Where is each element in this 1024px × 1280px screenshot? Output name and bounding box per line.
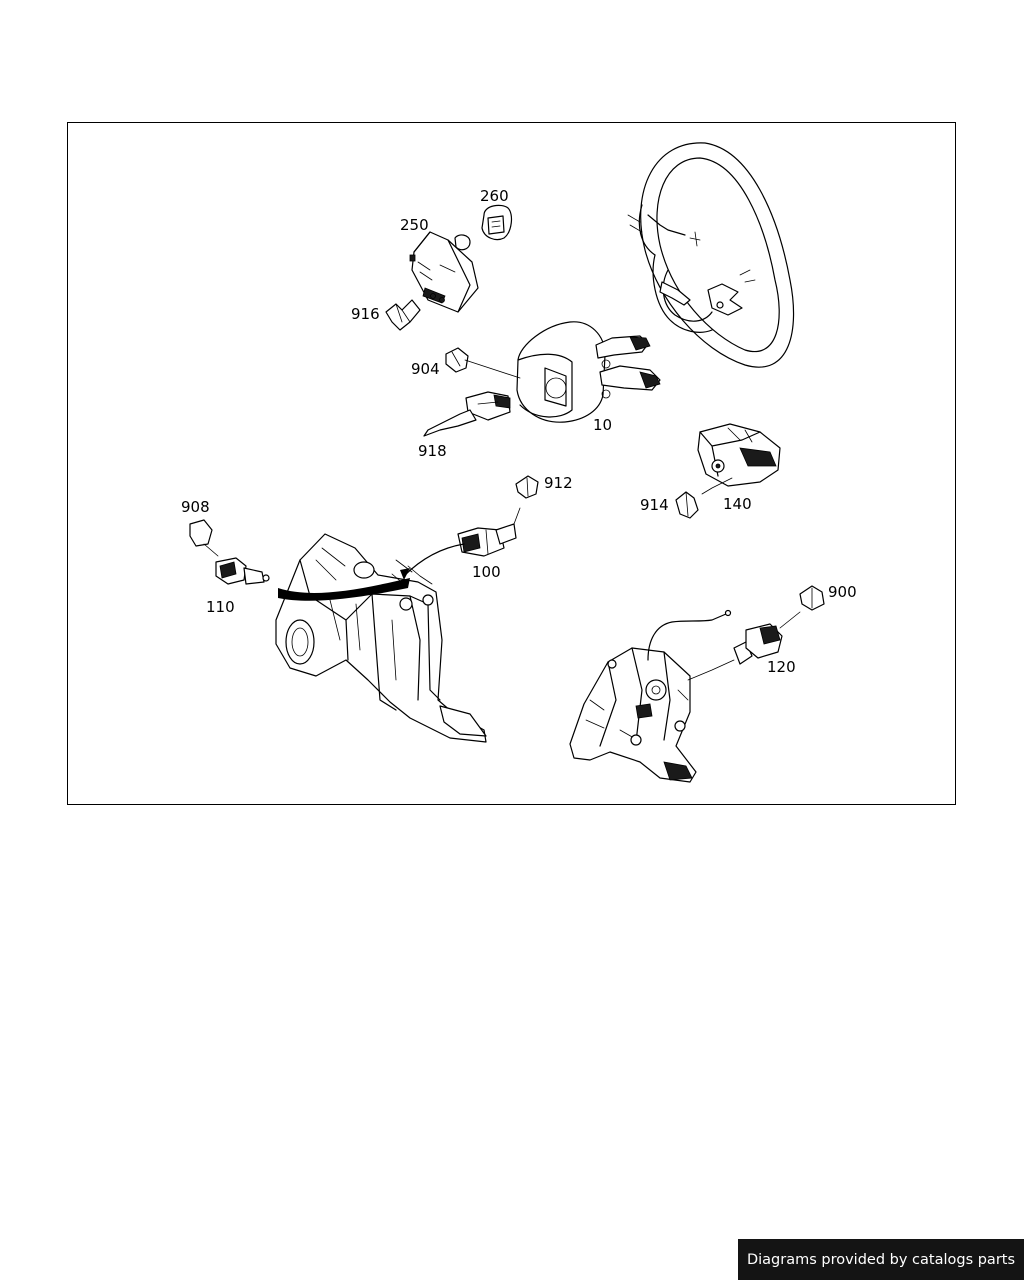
part-900-clip	[799, 585, 825, 611]
parking-brake-assembly	[569, 609, 801, 783]
callout-904: 904	[411, 360, 440, 378]
part-260-cap	[481, 204, 513, 241]
part-904-clip	[445, 347, 469, 373]
credit-banner: Diagrams provided by catalogs parts	[738, 1239, 1024, 1280]
steering-wheel	[627, 142, 795, 368]
part-914-clip	[675, 491, 699, 519]
callout-250: 250	[400, 216, 429, 234]
callout-912: 912	[544, 474, 573, 492]
part-100-connector	[457, 507, 521, 557]
callout-260: 260	[480, 187, 509, 205]
diagram-frame	[67, 122, 956, 805]
callout-900: 900	[828, 583, 857, 601]
part-918-sensor	[423, 391, 511, 437]
part-110-switch	[215, 557, 270, 585]
part-908-clip	[189, 519, 219, 557]
callout-140: 140	[723, 495, 752, 513]
callout-914: 914	[640, 496, 669, 514]
pedal-box-assembly	[275, 533, 487, 743]
callout-918: 918	[418, 442, 447, 460]
part-140-switch	[697, 423, 781, 495]
callout-916: 916	[351, 305, 380, 323]
callout-100: 100	[472, 563, 501, 581]
callout-110: 110	[206, 598, 235, 616]
part-916-clip	[385, 299, 421, 331]
callout-908: 908	[181, 498, 210, 516]
callout-10: 10	[593, 416, 612, 434]
part-912-clip	[515, 475, 539, 499]
part-10-combination-switch	[464, 321, 661, 423]
part-250-module	[409, 231, 479, 313]
callout-120: 120	[767, 658, 796, 676]
